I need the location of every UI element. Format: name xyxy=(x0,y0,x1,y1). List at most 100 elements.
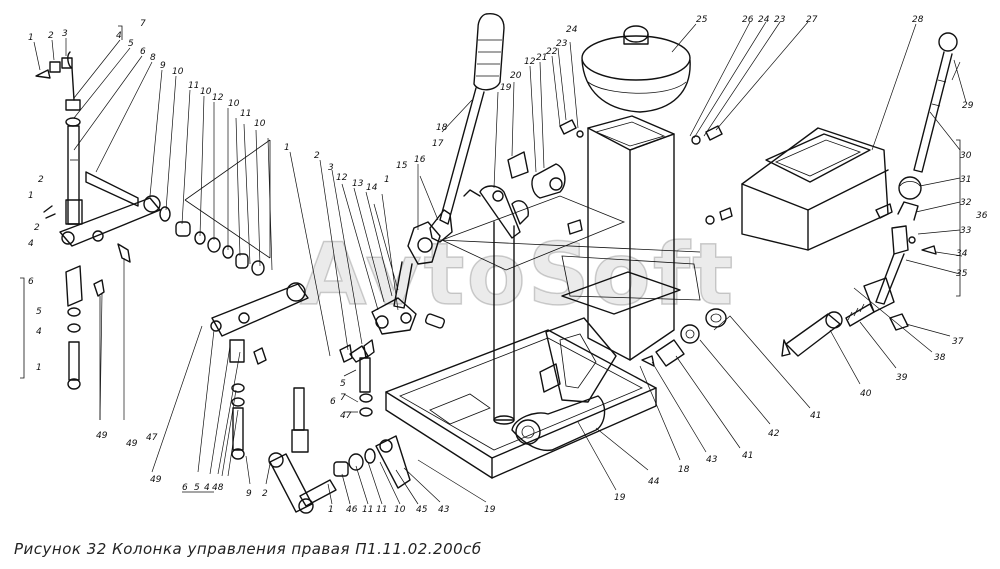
callout-4: 1 xyxy=(36,363,42,373)
callout-46: 1 xyxy=(328,505,334,515)
callout-19: 19 xyxy=(500,83,512,93)
callout-9: 49 xyxy=(150,475,162,485)
callout-14: 14 xyxy=(366,183,378,193)
callout-12: 12 xyxy=(212,93,224,103)
callout-24: 24 xyxy=(758,15,770,25)
callout-32: 32 xyxy=(960,198,972,208)
callout-3: 3 xyxy=(328,163,334,173)
callout-25: 25 xyxy=(696,15,708,25)
leader-lines xyxy=(20,21,967,505)
callout-38: 38 xyxy=(934,353,946,363)
callout-35: 35 xyxy=(956,269,968,279)
callout-40: 40 xyxy=(860,389,872,399)
lower-lever-assembly xyxy=(268,387,411,514)
callout-4: 4 xyxy=(116,31,122,41)
callout-26: 26 xyxy=(742,15,754,25)
callout-3: 3 xyxy=(62,29,68,39)
callout-23: 23 xyxy=(556,39,568,49)
callout-30: 30 xyxy=(960,151,972,161)
callout-27: 27 xyxy=(806,15,818,25)
callout-10: 10 xyxy=(394,505,406,515)
box-cover-28 xyxy=(741,127,889,251)
callout-47: 6 xyxy=(28,277,34,287)
callout-47: 6 xyxy=(182,483,188,493)
callout-33: 33 xyxy=(960,226,972,236)
callout-20: 20 xyxy=(510,71,522,81)
callout-19: 19 xyxy=(484,505,496,515)
callout-1: 2 xyxy=(38,175,44,185)
callout-39: 39 xyxy=(896,373,908,383)
mid-linkage-4 xyxy=(339,339,375,417)
callout-10: 10 xyxy=(172,67,184,77)
callout-49: 49 xyxy=(126,439,138,449)
gear-lever-left xyxy=(393,13,505,309)
callout-2: 2 xyxy=(314,151,320,161)
callout-49: 47 xyxy=(146,433,158,443)
callout-19: 19 xyxy=(614,493,626,503)
figure-caption: Рисунок 32 Колонка управления правая П1.… xyxy=(14,540,482,558)
bushing-series xyxy=(159,139,271,276)
callout-43: 43 xyxy=(706,455,718,465)
callout-28: 28 xyxy=(912,15,924,25)
callout-42: 42 xyxy=(768,429,780,439)
tube-and-baseplate xyxy=(385,115,701,479)
callout-1: 2 xyxy=(262,489,268,499)
callout-12: 12 xyxy=(524,57,536,67)
callout-18: 18 xyxy=(436,123,448,133)
center-linkage xyxy=(210,282,309,460)
rubber-boot-25 xyxy=(581,25,691,113)
callout-6: 6 xyxy=(140,47,146,57)
callout-21: 21 xyxy=(536,53,547,63)
callout-23: 23 xyxy=(774,15,786,25)
callout-43: 43 xyxy=(438,505,450,515)
callout-8: 8 xyxy=(150,53,156,63)
callout-45: 45 xyxy=(416,505,428,515)
callout-15: 15 xyxy=(396,161,408,171)
gear-lever-right xyxy=(863,32,958,313)
callout-11: 11 xyxy=(376,505,387,515)
callout-44: 44 xyxy=(648,477,660,487)
callout-16: 16 xyxy=(414,155,426,165)
callout-1: 2 xyxy=(34,223,40,233)
callout-2: 2 xyxy=(48,31,54,41)
callout-10: 10 xyxy=(228,99,240,109)
callout-1: 1 xyxy=(284,143,290,153)
callout-31: 31 xyxy=(960,175,971,185)
callout-10: 10 xyxy=(254,119,266,129)
right-lower-parts xyxy=(641,303,909,367)
callout-12: 12 xyxy=(336,173,348,183)
callout-4: 5 xyxy=(340,379,346,389)
left-linkage-47 xyxy=(65,265,105,420)
callout-17: 17 xyxy=(432,139,444,149)
callout-7: 7 xyxy=(140,19,146,29)
callout-41: 41 xyxy=(742,451,753,461)
callout-6: 5 xyxy=(194,483,200,493)
callout-37: 37 xyxy=(952,337,964,347)
callout-1: 1 xyxy=(28,33,34,43)
callout-5: 4 xyxy=(36,327,42,337)
callout-5: 7 xyxy=(340,393,346,403)
shifter-fork-assembly xyxy=(349,297,446,363)
callout-5: 4 xyxy=(204,483,210,493)
callout-34: 34 xyxy=(956,249,968,259)
callout-2: 4 xyxy=(28,239,34,249)
callout-13: 13 xyxy=(352,179,364,189)
callout-41: 41 xyxy=(810,411,821,421)
rod-and-lever-8-9 xyxy=(59,171,161,263)
callout-2: 9 xyxy=(246,489,252,499)
center-shaft-assembly xyxy=(440,151,626,425)
callout-11: 11 xyxy=(188,81,199,91)
callout-1: 1 xyxy=(384,175,390,185)
callout-22: 22 xyxy=(546,47,558,57)
callout-11: 11 xyxy=(240,109,251,119)
callout-49: 49 xyxy=(96,431,108,441)
callout-9: 9 xyxy=(160,61,166,71)
callout-24: 24 xyxy=(566,25,578,35)
callout-6: 5 xyxy=(36,307,42,317)
callout-labels: 1 2 3 4 5 6 7 8 9 10 11 10 12 10 11 10 1… xyxy=(28,15,988,515)
callout-18: 18 xyxy=(678,465,690,475)
callout-11: 11 xyxy=(362,505,373,515)
callout-10: 46 xyxy=(346,505,358,515)
